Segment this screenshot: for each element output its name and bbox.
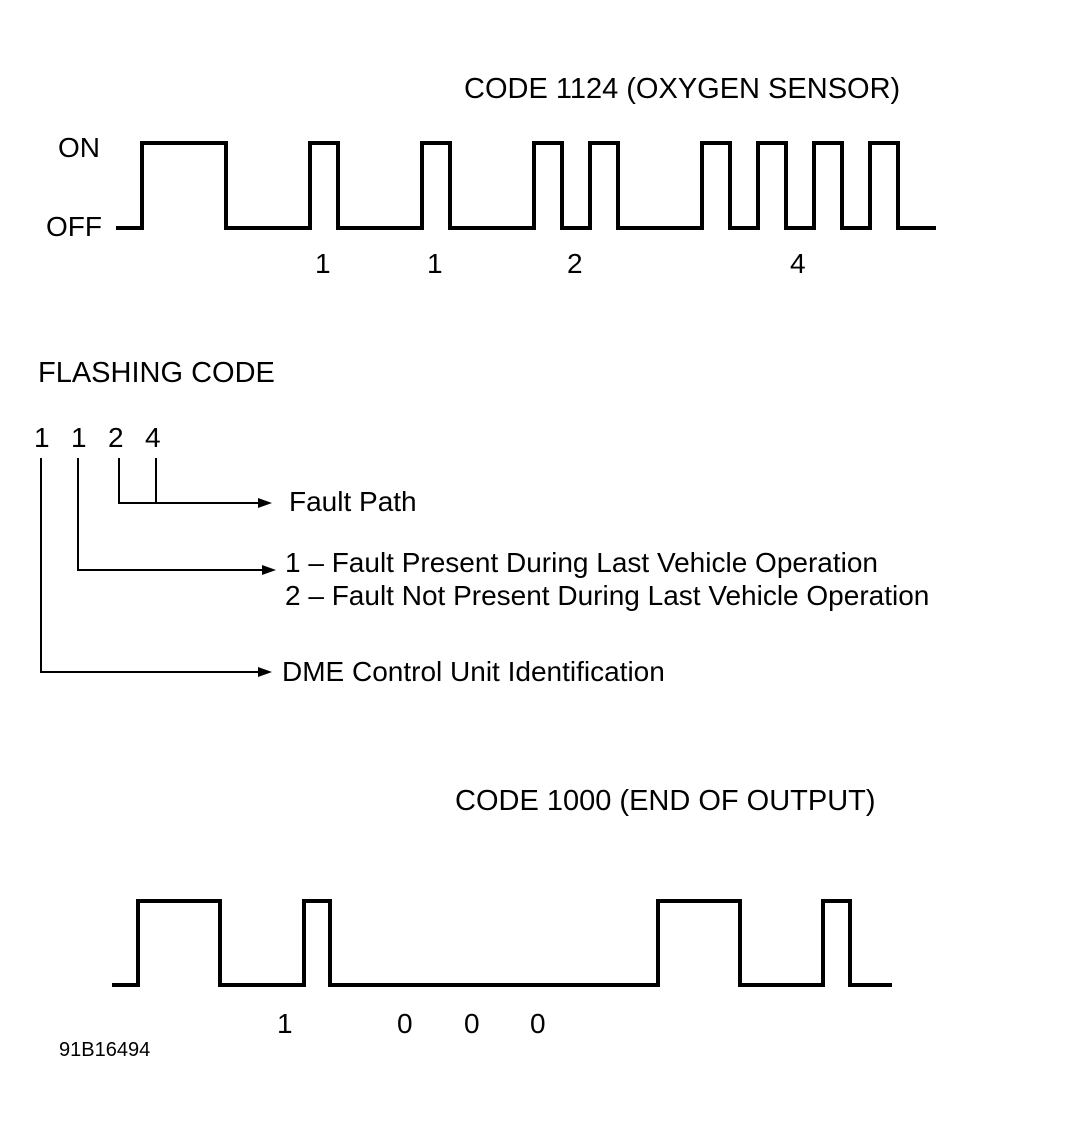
figure-reference-number: 91B16494 [59,1039,151,1061]
code-1000-digit-4: 0 [530,1008,546,1039]
on-level-label: ON [58,132,100,163]
fault-present-label: 1 – Fault Present During Last Vehicle Op… [285,547,879,578]
flashing-digit-3: 2 [108,422,124,453]
dme-control-unit-label: DME Control Unit Identification [282,656,665,687]
fault-path-leader [118,458,262,504]
code-1000-title: CODE 1000 (END OF OUTPUT) [455,785,876,817]
off-level-label: OFF [46,211,102,242]
code-1124-digit-2: 1 [427,248,443,279]
code-1124-digit-1: 1 [315,248,331,279]
code-1000-digit-2: 0 [397,1008,413,1039]
code-1000-digit-1: 1 [277,1008,293,1039]
fault-status-leader [77,458,265,571]
fault-status-arrowhead [262,565,276,575]
code-1124-digit-3: 2 [567,248,583,279]
code-1124-signal-trace [116,141,936,230]
flashing-digit-4: 4 [145,422,161,453]
flashing-code-heading: FLASHING CODE [38,357,275,389]
code-1000-digit-3: 0 [464,1008,480,1039]
dme-id-leader [40,458,262,673]
fault-path-label: Fault Path [289,486,417,517]
dme-id-arrowhead [258,667,272,677]
flashing-digit-1: 1 [34,422,50,453]
code-1124-title: CODE 1124 (OXYGEN SENSOR) [464,73,901,105]
fault-path-arrowhead [258,498,272,508]
fault-not-present-label: 2 – Fault Not Present During Last Vehicl… [285,580,930,611]
flashing-digit-2: 1 [71,422,87,453]
code-1124-digit-4: 4 [790,248,806,279]
code-1000-signal-trace [112,899,892,987]
